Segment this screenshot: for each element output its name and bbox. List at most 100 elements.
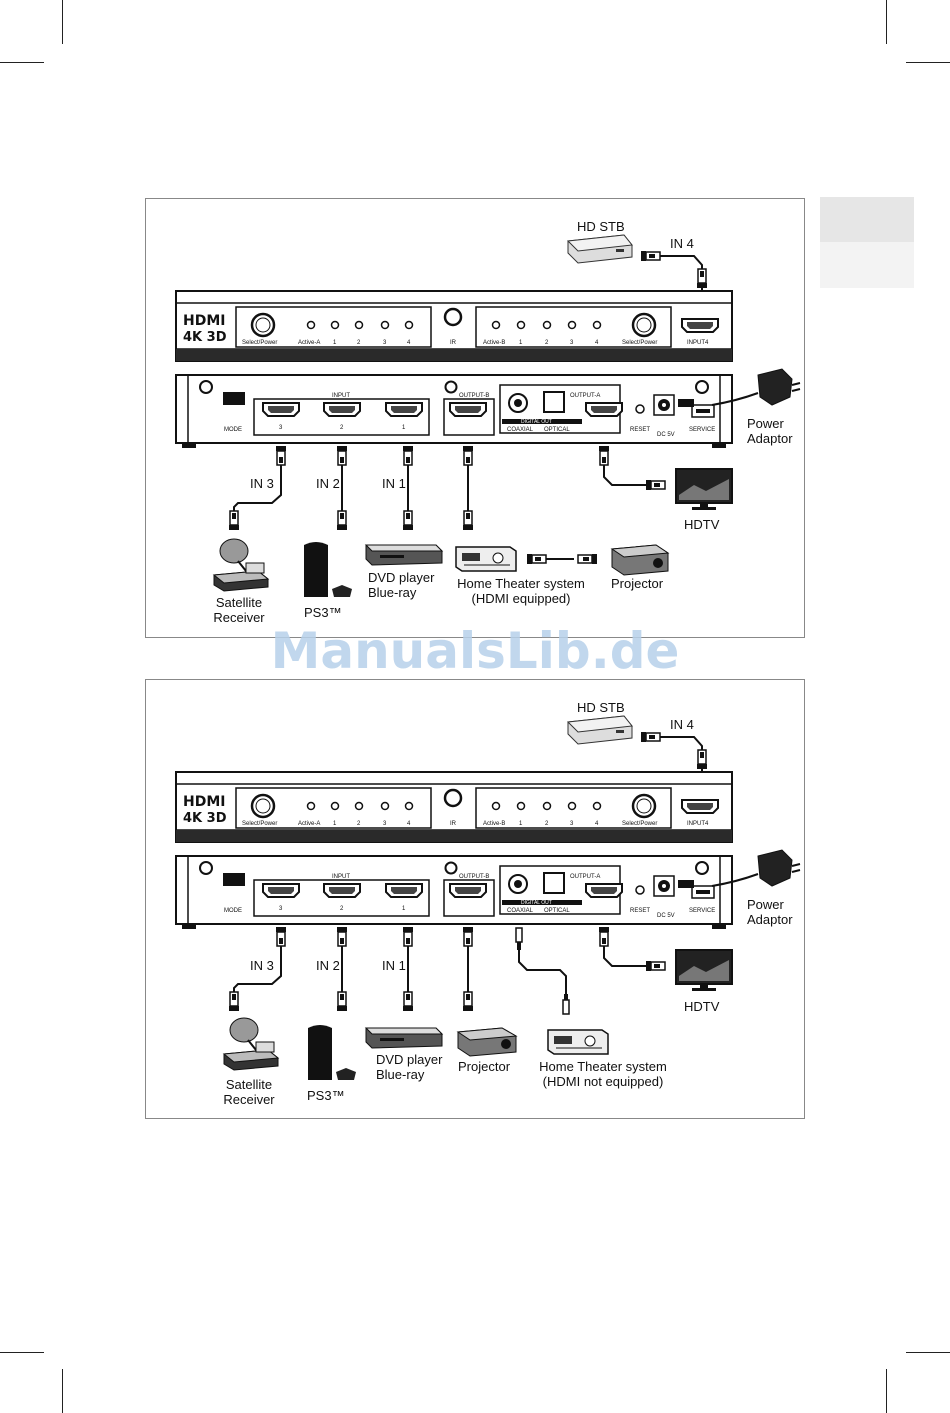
in4-label: IN 4 <box>670 717 694 732</box>
output-b-cable <box>462 926 474 1012</box>
crop-mark <box>886 0 887 44</box>
hdmi-equipped-label: (HDMI equipped) <box>471 591 571 606</box>
svg-text:INPUT: INPUT <box>332 393 350 399</box>
crop-mark <box>0 1352 44 1353</box>
svg-text:Active-A: Active-A <box>298 821 320 827</box>
svg-text:3: 3 <box>279 425 283 431</box>
hd-stb-label: HD STB <box>577 219 625 234</box>
home-theater-label: Home Theater system <box>539 1059 667 1074</box>
switch-front-panel: HDMI 4K 3D Select/Power Active-A 1 2 3 4… <box>175 290 733 362</box>
svg-text:DC 5V: DC 5V <box>657 913 675 919</box>
svg-text:COAXIAL: COAXIAL <box>507 908 534 914</box>
svg-text:MODE: MODE <box>224 908 242 914</box>
home-theater-icon <box>455 546 517 572</box>
svg-text:1: 1 <box>402 425 406 431</box>
dvd-label: DVD player <box>368 570 435 585</box>
hd-stb-icon <box>566 715 633 745</box>
in2-label: IN 2 <box>316 958 340 973</box>
svg-text:INPUT: INPUT <box>332 874 350 880</box>
in3-label: IN 3 <box>250 476 274 491</box>
dvd-player-icon <box>364 544 444 566</box>
ps3-icon <box>308 1025 356 1080</box>
ps3-label: PS3™ <box>304 605 342 620</box>
in2-cable <box>336 926 348 1012</box>
4k3d-logo: 4K 3D <box>183 811 227 826</box>
svg-text:IR: IR <box>450 340 457 346</box>
hdmi-logo: HDMI <box>183 313 225 329</box>
adaptor-label: Adaptor <box>747 431 793 446</box>
switch-back-panel: MODE INPUT 3 2 1 OUTPUT-B DIGITAL OUT CO… <box>175 855 733 929</box>
svg-text:Active-B: Active-B <box>483 821 505 827</box>
svg-text:4: 4 <box>595 821 599 827</box>
ps3-label: PS3™ <box>307 1088 345 1103</box>
svg-text:4: 4 <box>595 340 599 346</box>
hdtv-icon <box>675 949 733 991</box>
svg-text:OUTPUT-A: OUTPUT-A <box>570 393 600 399</box>
dvd-player-icon <box>364 1027 444 1049</box>
receiver-label: Receiver <box>213 610 265 625</box>
satellite-label: Satellite <box>225 1077 273 1092</box>
svg-text:Select/Power: Select/Power <box>622 821 657 827</box>
hdtv-label: HDTV <box>684 517 720 532</box>
svg-text:2: 2 <box>340 906 344 912</box>
in1-cable <box>402 445 414 531</box>
svg-text:1: 1 <box>333 340 337 346</box>
coaxial-cable <box>515 927 570 1015</box>
power-adaptor-icon <box>678 368 801 407</box>
thumb-tab <box>820 197 914 242</box>
in3-cable <box>228 926 287 1012</box>
hdtv-icon <box>675 468 733 510</box>
svg-text:2: 2 <box>357 821 361 827</box>
receiver-label: Receiver <box>223 1092 275 1107</box>
projector-icon <box>610 544 670 576</box>
switch-front-panel: HDMI 4K 3D Select/Power Active-A 1 2 3 4… <box>175 771 733 843</box>
svg-text:3: 3 <box>570 340 574 346</box>
svg-text:SERVICE: SERVICE <box>689 427 715 433</box>
output-b-cable <box>462 445 474 531</box>
hdtv-label: HDTV <box>684 999 720 1014</box>
in4-label: IN 4 <box>670 236 694 251</box>
crop-mark <box>886 1369 887 1413</box>
thumb-tab <box>820 242 914 288</box>
svg-text:3: 3 <box>279 906 283 912</box>
svg-text:3: 3 <box>383 340 387 346</box>
crop-mark <box>906 62 950 63</box>
output-a-cable <box>598 926 666 972</box>
svg-text:MODE: MODE <box>224 427 242 433</box>
power-adaptor-icon <box>678 849 801 888</box>
svg-text:2: 2 <box>545 340 549 346</box>
output-a-cable <box>598 445 666 491</box>
adaptor-label: Adaptor <box>747 912 793 927</box>
watermark: ManualsLib.de <box>270 622 680 680</box>
bluray-label: Blue-ray <box>376 1067 425 1082</box>
dvd-label: DVD player <box>376 1052 443 1067</box>
svg-text:1: 1 <box>333 821 337 827</box>
svg-text:OUTPUT-B: OUTPUT-B <box>459 393 489 399</box>
crop-mark <box>62 1369 63 1413</box>
projector-label: Projector <box>458 1059 511 1074</box>
svg-text:OUTPUT-B: OUTPUT-B <box>459 874 489 880</box>
in1-label: IN 1 <box>382 476 406 491</box>
svg-text:2: 2 <box>545 821 549 827</box>
in2-label: IN 2 <box>316 476 340 491</box>
svg-text:1: 1 <box>519 821 523 827</box>
hd-stb-icon <box>566 234 633 264</box>
svg-text:RESET: RESET <box>630 908 650 914</box>
satellite-receiver-icon <box>212 538 270 592</box>
svg-text:1: 1 <box>402 906 406 912</box>
svg-text:3: 3 <box>383 821 387 827</box>
power-label: Power <box>747 416 784 431</box>
svg-text:Select/Power: Select/Power <box>242 340 277 346</box>
satellite-receiver-icon <box>222 1017 280 1071</box>
svg-text:3: 3 <box>570 821 574 827</box>
svg-text:Select/Power: Select/Power <box>622 340 657 346</box>
svg-text:OUTPUT-A: OUTPUT-A <box>570 874 600 880</box>
4k3d-logo: 4K 3D <box>183 330 227 345</box>
diagram-hdmi-equipped: HDMI 4K 3D Select/Power Active-A 1 2 3 4… <box>145 198 805 638</box>
ps3-icon <box>304 542 352 597</box>
svg-text:4: 4 <box>407 340 411 346</box>
in3-cable <box>228 445 287 531</box>
crop-mark <box>906 1352 950 1353</box>
hdmi-logo: HDMI <box>183 794 225 810</box>
in3-label: IN 3 <box>250 958 274 973</box>
